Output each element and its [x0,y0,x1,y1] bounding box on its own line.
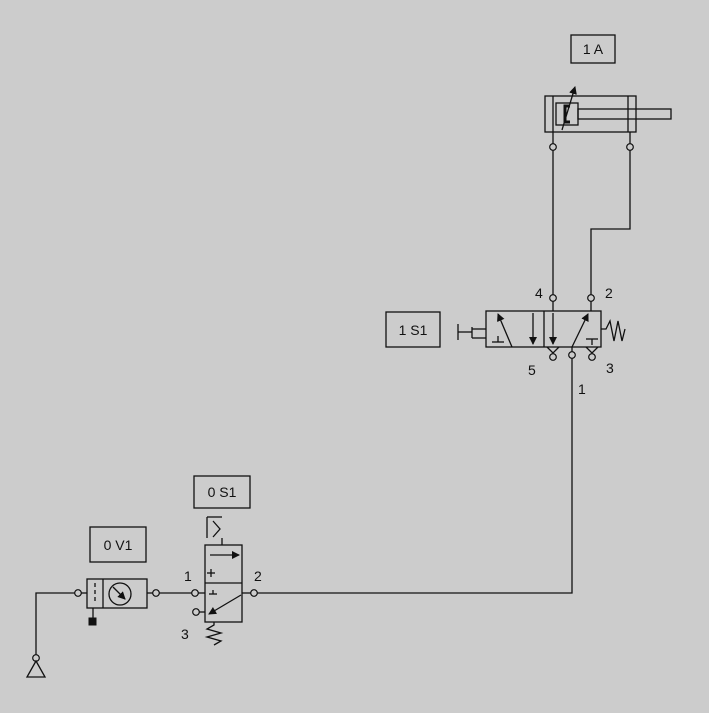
pneumatic-lines-lower [35,358,573,655]
port-label-0s1-1: 1 [184,568,192,584]
adjustable-cushion-arrow-icon [561,86,577,131]
cylinder-piston-rod [577,108,672,120]
valve-1s1-port-3 [588,353,596,361]
valve-1s1-port-2 [587,294,595,302]
cylinder-1a-label: 1 A [583,41,604,57]
port-label-2: 2 [605,285,613,301]
service-unit-port-in [74,589,82,597]
push-button-actuator-icon [206,516,223,545]
valve-1s1: 1 S1 4 [385,285,626,397]
spring-return-icon [601,319,626,342]
valve-0s1-label: 0 S1 [208,484,237,500]
exhaust-3-icon [585,346,599,354]
cylinder-port-right [626,143,634,151]
exhaust-5-icon [546,346,560,354]
valve-1s1-label-box [385,311,441,348]
valve-0s1: 0 S1 1 2 3 [181,475,262,646]
valve-0s1-spring-icon [204,622,224,646]
pressure-gauge-icon [108,582,132,606]
valve-0s1-port-2 [250,589,258,597]
service-unit-label: 0 V1 [104,537,133,553]
port-label-0s1-3: 3 [181,626,189,642]
port-label-4: 4 [535,285,543,301]
cylinder-1a: 1 A [544,34,672,151]
cylinder-port-left [549,143,557,151]
valve-0s1-port-1 [191,589,199,597]
service-unit-label-box [89,526,147,563]
valve-1s1-port-5 [549,353,557,361]
port-label-0s1-2: 2 [254,568,262,584]
drain-icon [88,617,97,626]
cylinder-barrel [544,95,637,133]
port-label-1: 1 [578,381,586,397]
service-unit-port-out [152,589,160,597]
pneumatic-lines-upper [552,150,631,295]
valve-1s1-left-position [492,313,537,348]
service-unit-0v1: 0 V1 [74,526,160,626]
manual-actuator-icon [457,324,486,340]
valve-0s1-port-3 [192,608,200,616]
port-label-3: 3 [606,360,614,376]
valve-0s1-label-box [193,475,251,509]
valve-1s1-port-1 [568,351,576,359]
compressed-air-source-icon [25,654,47,678]
valve-1s1-label: 1 S1 [399,322,428,338]
cylinder-1a-label-box [570,34,616,64]
valve-1s1-port-4 [549,294,557,302]
valve-1s1-right-position [549,313,598,348]
port-label-5: 5 [528,362,536,378]
